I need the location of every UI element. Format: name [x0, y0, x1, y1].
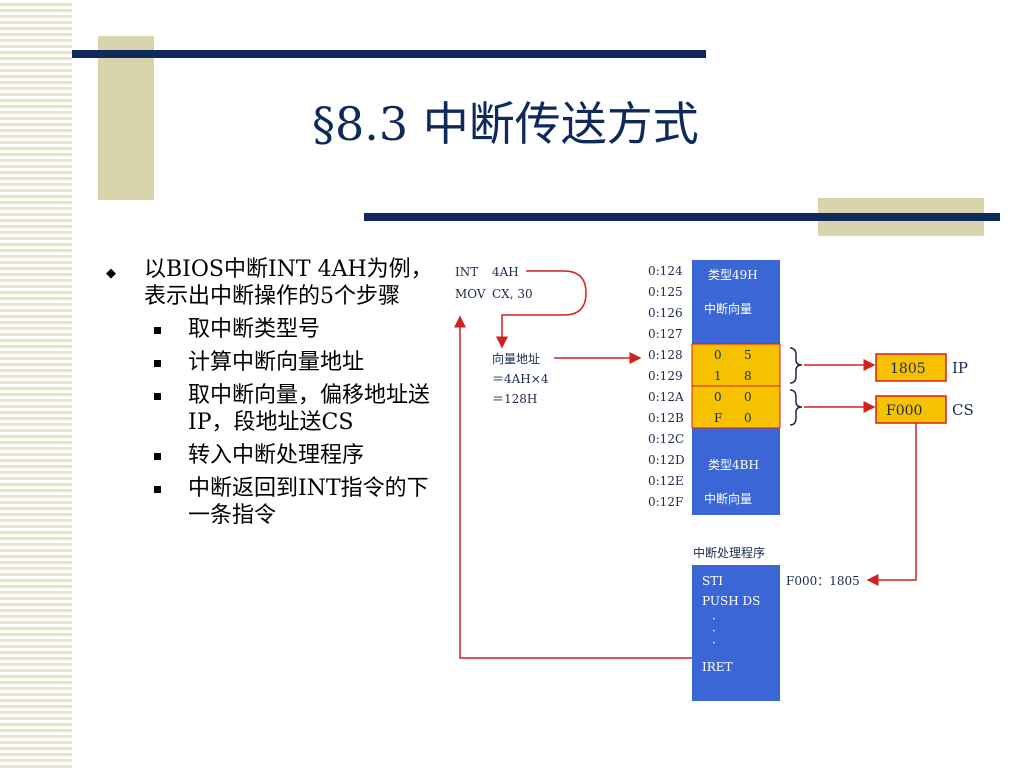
address-label: 0:12D	[648, 453, 685, 467]
cs-label: CS	[952, 401, 974, 419]
square-bullet-icon	[154, 486, 161, 493]
code-op-int: INT	[455, 265, 478, 279]
vector-calc-line-2: ＝4AH×4	[492, 372, 549, 386]
type4b-sublabel: 中断向量	[704, 491, 752, 506]
step-text: 取中断类型号	[188, 317, 321, 342]
jump-to-handler-arrow	[866, 423, 917, 586]
title-bottom-rule	[364, 213, 1000, 221]
vector-calc-line-3: ＝128H	[492, 392, 537, 406]
step-text: 中断返回到INT指令的下一条指令	[188, 476, 429, 528]
vector-byte: 1	[714, 369, 722, 383]
decorative-stripes	[0, 0, 72, 768]
address-label: 0:126	[648, 306, 683, 320]
main-bullet: ◆ 以BIOS中断INT 4AH为例，表示出中断操作的5个步骤	[106, 256, 436, 310]
type49-sublabel: 中断向量	[704, 301, 752, 316]
square-bullet-icon	[154, 327, 161, 334]
address-column: 0:124 0:125 0:126 0:127 0:128 0:129 0:12…	[648, 264, 685, 509]
step-item: 取中断向量，偏移地址送IP，段地址送CS	[106, 382, 436, 436]
step-item: 中断返回到INT指令的下一条指令	[106, 475, 436, 529]
cs-brace	[789, 389, 803, 426]
fetch-type-arrow	[496, 270, 587, 349]
address-label: 0:12B	[648, 411, 684, 425]
vector-byte: F	[714, 411, 722, 425]
vector-byte: 8	[744, 369, 752, 383]
diamond-bullet-icon: ◆	[106, 266, 116, 281]
handler-ellipsis: ·	[712, 636, 716, 650]
vector-byte: 0	[714, 348, 722, 362]
address-label: 0:12E	[648, 474, 684, 488]
handler-ellipsis: ·	[712, 624, 716, 638]
return-arrow	[454, 315, 692, 659]
handler-title: 中断处理程序	[693, 545, 765, 560]
type49-label: 类型49H	[708, 268, 758, 282]
page-title: §8.3 中断传送方式	[312, 97, 699, 151]
cs-value: F000	[886, 403, 922, 419]
vector-byte: 0	[744, 390, 752, 404]
address-label: 0:129	[648, 369, 683, 383]
step-text: 转入中断处理程序	[188, 443, 365, 468]
address-label: 0:125	[648, 285, 683, 299]
step-item: 计算中断向量地址	[106, 349, 436, 376]
cs-register	[875, 395, 947, 424]
square-bullet-icon	[154, 453, 161, 460]
address-label: 0:12A	[648, 390, 684, 404]
address-label: 0:12F	[648, 495, 683, 509]
step-text: 计算中断向量地址	[188, 350, 365, 375]
ip-value: 1805	[890, 361, 926, 377]
ip-label: IP	[952, 359, 968, 377]
vector-byte: 0	[714, 390, 722, 404]
vector-byte: 0	[744, 411, 752, 425]
square-bullet-icon	[154, 360, 161, 367]
square-bullet-icon	[154, 393, 161, 400]
handler-line: IRET	[702, 660, 733, 674]
main-bullet-text: 以BIOS中断INT 4AH为例，表示出中断操作的5个步骤	[144, 257, 433, 309]
interrupt-diagram: INT 4AH MOV CX, 30 向量地址 ＝4AH×4 ＝128H 0:1…	[454, 260, 974, 701]
type4b-label: 类型4BH	[708, 458, 759, 472]
decorative-tan-block-top	[98, 36, 154, 200]
vector-calc-line-1: 向量地址	[492, 351, 540, 366]
ip-brace	[789, 347, 803, 384]
code-op-mov: MOV	[455, 287, 486, 301]
address-label: 0:128	[648, 348, 683, 362]
code-arg-mov: CX, 30	[492, 287, 533, 301]
interrupt-handler-block	[692, 565, 780, 701]
bullet-list: ◆ 以BIOS中断INT 4AH为例，表示出中断操作的5个步骤 取中断类型号 计…	[106, 256, 436, 529]
handler-address: F000：1805	[786, 574, 860, 588]
step-item: 转入中断处理程序	[106, 442, 436, 469]
step-item: 取中断类型号	[106, 316, 436, 343]
title-top-rule	[72, 50, 706, 58]
ip-register	[875, 353, 947, 382]
step-text: 取中断向量，偏移地址送IP，段地址送CS	[188, 383, 431, 435]
vector-byte: 5	[744, 348, 752, 362]
address-label: 0:12C	[648, 432, 684, 446]
handler-ellipsis: ·	[712, 612, 716, 626]
handler-line: PUSH DS	[702, 594, 760, 608]
address-label: 0:124	[648, 264, 683, 278]
code-arg-int: 4AH	[492, 265, 519, 279]
address-label: 0:127	[648, 327, 683, 341]
handler-line: STI	[702, 574, 723, 588]
